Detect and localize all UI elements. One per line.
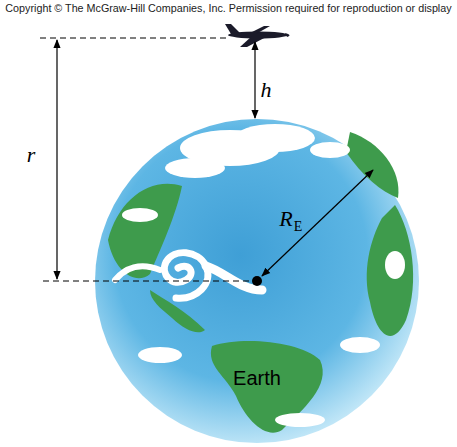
clouds xyxy=(122,124,405,427)
subscript-label: E xyxy=(294,220,303,234)
dimension-arrow xyxy=(56,40,57,279)
hurricane-swirl xyxy=(115,253,262,299)
earth-label: Earth xyxy=(233,368,281,388)
earth-radius-label: R xyxy=(279,208,292,230)
dashed-line xyxy=(43,281,252,282)
height-label: h xyxy=(261,79,272,101)
distance-label: r xyxy=(27,144,36,166)
dimension-arrow xyxy=(254,42,255,118)
center-dot xyxy=(252,276,262,286)
airplane xyxy=(225,24,289,47)
copyright-notice: Copyright © The McGraw-Hill Companies, I… xyxy=(5,3,451,14)
dimension-arrow xyxy=(262,170,373,276)
land xyxy=(108,132,413,433)
dashed-line xyxy=(40,38,226,39)
